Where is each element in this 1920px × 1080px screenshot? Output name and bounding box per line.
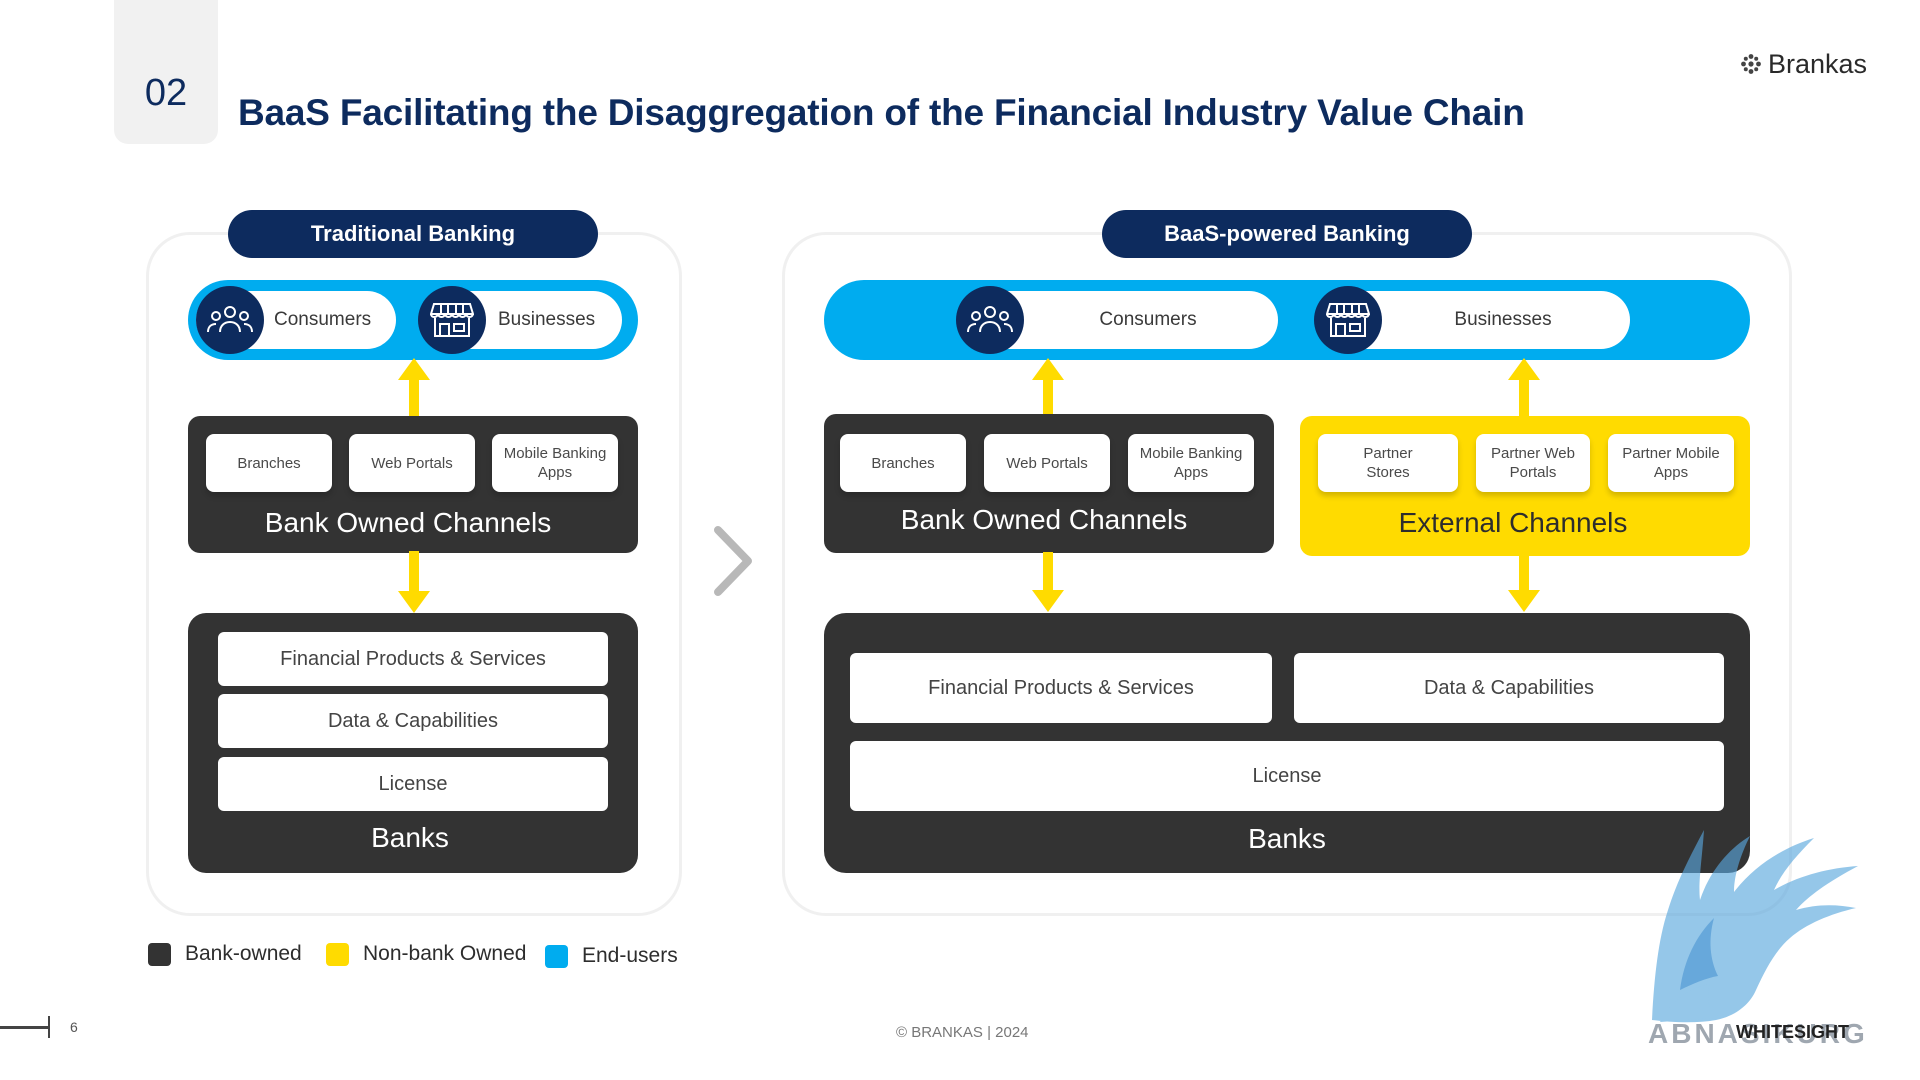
left-businesses-label: Businesses [498,309,596,330]
left-bank-layer: License [218,757,608,811]
chevron-right-icon [712,526,754,601]
baas-banking-title: BaaS-powered Banking [1102,210,1472,258]
left-channel-chip: Branches [206,434,332,492]
brand-name: Brankas [1768,48,1868,79]
right-bank-owned-channels-label: Bank Owned Channels [900,504,1188,535]
right-consumers-label: Consumers [1099,309,1197,330]
external-channel-chip: Partner Stores [1318,434,1458,492]
copyright: © BRANKAS | 2024 [896,1024,1029,1041]
right-businesses-label: Businesses [1454,309,1552,330]
left-channel-chip: Web Portals [349,434,475,492]
legend-swatch [326,942,349,966]
right-channel-chip: Branches [840,434,966,492]
watermark-subtext: WHITESIGHT [1736,1022,1849,1042]
page-number: 6 [70,1019,78,1035]
external-channel-chip: Partner Web Portals [1476,434,1590,492]
consumers-icon [196,286,264,354]
legend-swatch [545,944,568,968]
right-external-up-arrow [1508,358,1540,416]
storefront-icon [418,286,486,354]
footer-tick [48,1016,50,1038]
footer-line [0,1026,48,1029]
consumers-icon [956,286,1024,354]
left-channel-chip: Mobile Banking Apps [492,434,618,492]
storefront-icon [1314,286,1382,354]
watermark-text: ABNASIKURG [1648,1018,1868,1049]
right-bank-layer: Data & Capabilities [1294,653,1724,723]
left-down-arrow [398,551,430,613]
page-title: BaaS Facilitating the Disaggregation of … [238,92,1525,133]
legend-end-users: End-users [545,944,678,968]
left-banks-label: Banks [371,822,449,853]
brand-logo: Brankas [1740,46,1867,82]
right-banks-label: Banks [1248,823,1326,854]
legend-non-bank-owned: Non-bank Owned [326,942,526,966]
legend-label: Non-bank Owned [363,942,527,965]
left-bank-layer: Financial Products & Services [218,632,608,686]
right-bank-down-arrow [1032,552,1064,612]
left-up-arrow [398,358,430,420]
right-bank-up-arrow [1032,358,1064,416]
external-channels-label: External Channels [1398,507,1628,538]
legend-swatch [148,942,171,966]
slide-number-box [114,0,218,144]
legend-label: End-users [582,944,678,967]
right-external-down-arrow [1508,554,1540,612]
griffin-logo-icon [1640,790,1920,1080]
left-bank-owned-channels-label: Bank Owned Channels [264,507,552,538]
slide-number: 02 [144,72,188,114]
legend-bank-owned: Bank-owned [148,942,302,966]
left-consumers-label: Consumers [274,309,372,330]
right-bank-layer: Financial Products & Services [850,653,1272,723]
right-channel-chip: Web Portals [984,434,1110,492]
traditional-banking-title: Traditional Banking [228,210,598,258]
legend-label: Bank-owned [185,942,302,965]
external-channel-chip: Partner Mobile Apps [1608,434,1734,492]
left-bank-layer: Data & Capabilities [218,694,608,748]
brankas-logo-icon [1741,54,1761,74]
right-bank-layer: License [850,741,1724,811]
right-channel-chip: Mobile Banking Apps [1128,434,1254,492]
